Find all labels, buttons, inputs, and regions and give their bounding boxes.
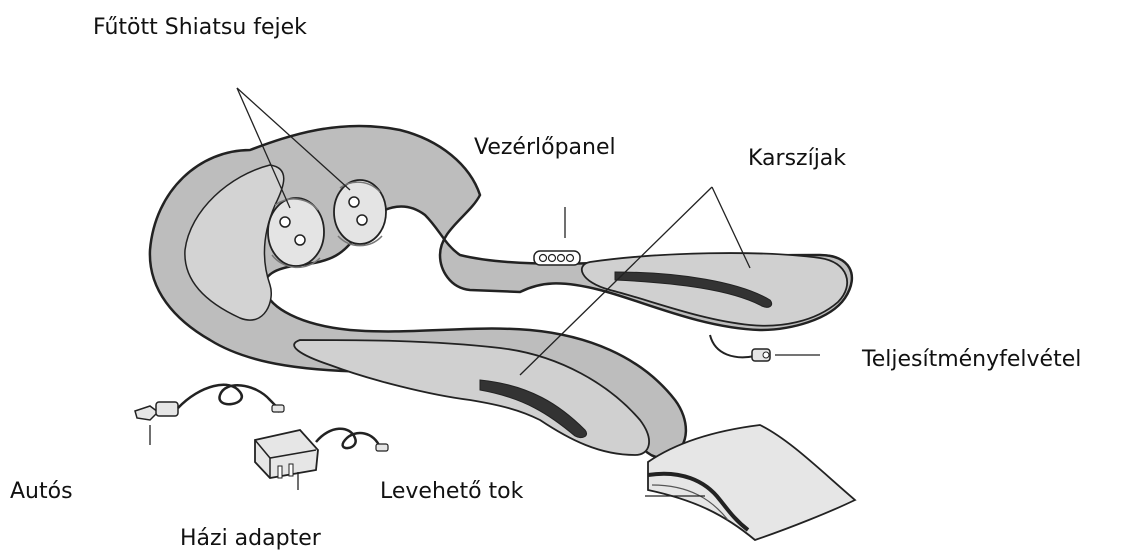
home-adapter-illustration [255, 429, 388, 478]
massager-body [150, 126, 852, 458]
power-cable [710, 335, 755, 357]
label-control-panel: Vezérlőpanel [474, 137, 616, 159]
label-heated-shiatsu-heads: Fűtött Shiatsu fejek [93, 17, 307, 39]
label-removable-cover: Levehető tok [380, 481, 523, 503]
label-car-adapter: Autós [10, 481, 73, 503]
car-adapter-illustration [135, 385, 284, 420]
control-panel [534, 251, 580, 265]
label-arm-straps: Karszíjak [748, 148, 846, 170]
label-home-adapter: Házi adapter [180, 528, 321, 550]
label-power-input: Teljesítményfelvétel [862, 349, 1081, 371]
